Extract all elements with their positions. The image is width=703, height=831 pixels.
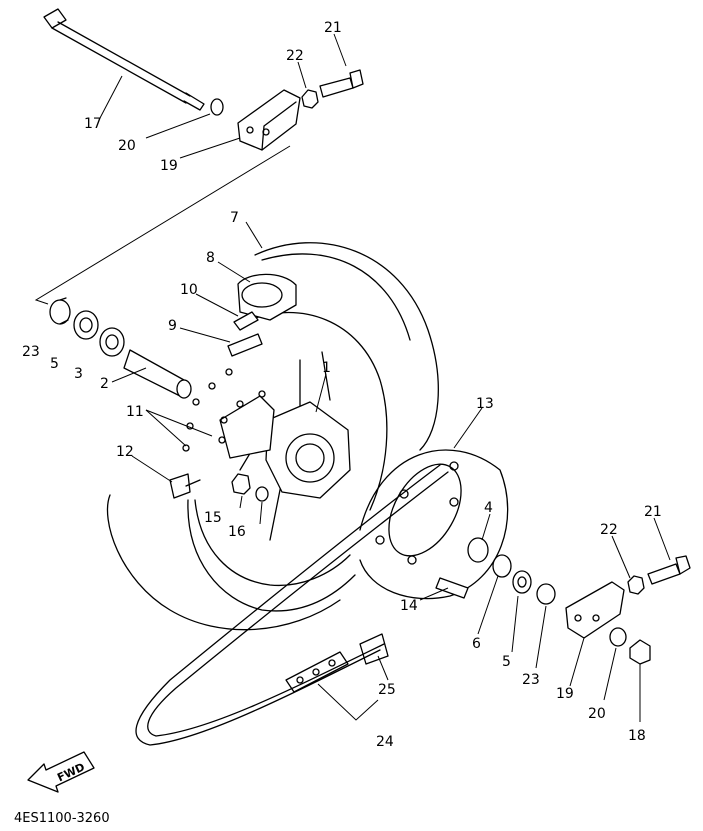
axle-spacer bbox=[123, 349, 192, 399]
callout-14: 14 bbox=[400, 598, 418, 614]
callout-25: 25 bbox=[378, 682, 396, 698]
oil-seal bbox=[492, 554, 512, 578]
callout-5-right: 5 bbox=[502, 654, 511, 670]
chain-puller-right bbox=[565, 581, 625, 639]
callout-18: 18 bbox=[628, 728, 646, 744]
sprocket bbox=[359, 449, 509, 600]
collar-right bbox=[536, 583, 556, 605]
adjuster-nut-left bbox=[301, 89, 319, 109]
callout-1: 1 bbox=[322, 360, 331, 376]
axle-nut-right bbox=[629, 639, 651, 665]
drive-chain bbox=[135, 464, 449, 746]
fwd-arrow-icon: FWD bbox=[27, 751, 95, 793]
callout-22-right: 22 bbox=[600, 522, 618, 538]
callout-23-right: 23 bbox=[522, 672, 540, 688]
axle-washer-right bbox=[609, 627, 627, 647]
callout-15: 15 bbox=[204, 510, 222, 526]
chain-joint bbox=[359, 633, 389, 665]
reference-line bbox=[34, 145, 291, 305]
callout-4: 4 bbox=[484, 500, 493, 516]
callout-11: 11 bbox=[126, 404, 144, 420]
callout-21-top: 21 bbox=[324, 20, 342, 36]
lock-washer-16 bbox=[255, 486, 269, 502]
callouts: 1 2 3 4 5 5 6 7 8 9 10 11 12 13 14 15 16… bbox=[22, 20, 662, 750]
leader-lines bbox=[99, 33, 671, 722]
tube bbox=[237, 273, 297, 321]
callout-24: 24 bbox=[376, 734, 394, 750]
hub bbox=[218, 390, 351, 499]
rear-axle bbox=[43, 8, 205, 111]
callout-6: 6 bbox=[472, 636, 481, 652]
lock-nut-15 bbox=[231, 473, 251, 495]
callout-8: 8 bbox=[206, 250, 215, 266]
chain-puller-left bbox=[237, 89, 301, 151]
callout-7: 7 bbox=[230, 210, 239, 226]
callout-2: 2 bbox=[100, 376, 109, 392]
chain-link-section bbox=[285, 651, 349, 693]
adjuster-nut-right bbox=[627, 575, 645, 595]
bearing-inner bbox=[99, 327, 125, 357]
rim-band bbox=[227, 333, 263, 357]
axle-washer-left bbox=[210, 98, 224, 116]
callout-17: 17 bbox=[84, 116, 102, 132]
rim bbox=[194, 312, 388, 587]
callout-19-top: 19 bbox=[160, 158, 178, 174]
callout-21-right: 21 bbox=[644, 504, 662, 520]
callout-3: 3 bbox=[74, 366, 83, 382]
callout-5-left: 5 bbox=[50, 356, 59, 372]
callout-22-top: 22 bbox=[286, 48, 304, 64]
callout-12: 12 bbox=[116, 444, 134, 460]
collar-left bbox=[49, 297, 71, 325]
valve bbox=[233, 311, 259, 331]
callout-16: 16 bbox=[228, 524, 246, 540]
adjuster-bolt-right bbox=[647, 555, 691, 585]
adjuster-bolt-left bbox=[319, 69, 364, 98]
bearing-right-outer bbox=[512, 570, 532, 594]
callout-9: 9 bbox=[168, 318, 177, 334]
callout-20-top: 20 bbox=[118, 138, 136, 154]
sprocket-bolt-14 bbox=[435, 577, 469, 599]
bearing-left bbox=[73, 310, 99, 340]
callout-13: 13 bbox=[476, 396, 494, 412]
callout-20-right: 20 bbox=[588, 706, 606, 722]
callout-10: 10 bbox=[180, 282, 198, 298]
tire-flap bbox=[169, 473, 201, 499]
callout-23-left: 23 bbox=[22, 344, 40, 360]
document-code: 4ES1100-3260 bbox=[14, 811, 110, 826]
callout-19-right: 19 bbox=[556, 686, 574, 702]
tire bbox=[106, 242, 439, 631]
bearing-right bbox=[467, 537, 489, 563]
